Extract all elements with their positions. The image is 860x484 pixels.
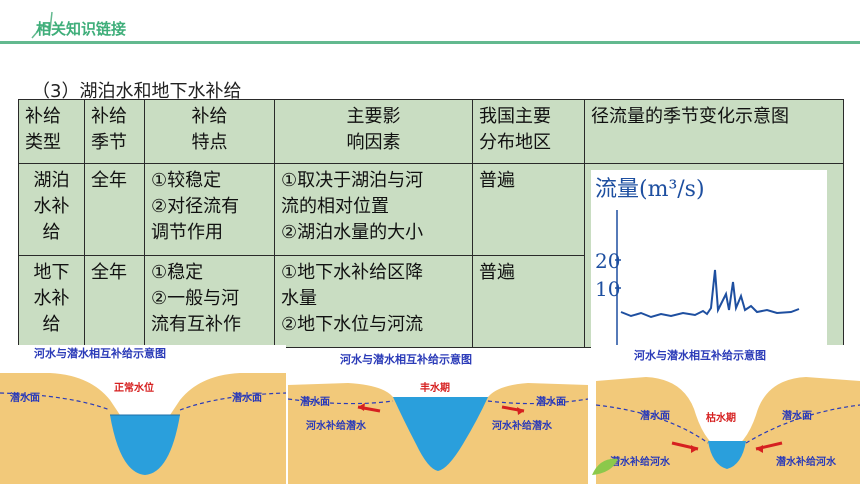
arrow-left-head-icon [691,445,698,453]
table-header-row: 补给 类型 补给 季节 补给 特点 主要影 响因素 我国主要 分布地区 径流量的… [18,99,844,164]
header-cell-chart: 径流量的季节变化示意图 [584,99,844,164]
table-row: 地下 水补 给 全年 ①稳定 ②一般与河 流有互补作 ①地下水补给区降 水量 ②… [18,255,844,348]
diagram-normal-level: 河水与潜水相互补给示意图 潜水面 潜水面 正常水位 [0,345,286,484]
header-text: 主要影 [346,106,401,127]
diagram-title: 河水与潜水相互补给示意图 [634,348,766,362]
cell-text: 水补 [33,196,70,218]
diagram-water-label: 枯水期 [706,411,736,424]
cell-text: 给 [42,222,61,244]
cell-chart: 流量(m³/s) 20 10 [584,163,844,350]
header-text: 径流量的季节变化示意图 [591,106,789,127]
cell-text: 调节作用 [151,222,223,244]
diagram-left-arrow-label: 河水补给潜水 [306,419,367,432]
header-text: 响因素 [346,132,401,154]
header-decoration-icon [31,11,53,39]
header-cell-season: 补给 季节 [84,99,145,164]
diagram-high-water: 河水与潜水相互补给示意图 潜水面 潜水面 丰水期 河水补给潜水 河水补给潜水 [288,349,588,484]
diagram-right-arrow-label: 河水补给潜水 [492,419,553,432]
header-text: 补给 [91,106,127,127]
header-text: 我国主要 [479,106,551,127]
cell-type: 地下 水补 给 [18,255,85,348]
diagram-water-label: 正常水位 [114,381,154,394]
diagram-left-label: 潜水面 [300,395,330,408]
arrow-right-head-icon [756,445,763,453]
cell-factor: ①取决于湖泊与河 流的相对位置 ②湖泊水量的大小 [274,163,473,256]
diagram-title: 河水与潜水相互补给示意图 [34,346,166,360]
cell-text: ②地下水位与河流 [281,314,424,336]
cell-text: ②对径流有 [151,196,240,218]
header-title: 相关知识链接 [36,20,127,38]
cell-factor: ①地下水补给区降 水量 ②地下水位与河流 [274,255,473,348]
table-row: 湖泊 水补 给 全年 ①较稳定 ②对径流有 调节作用 ①取决于湖泊与河 流的相对… [18,163,844,350]
cell-text: ①取决于湖泊与河 [281,170,424,191]
diagram-right-arrow-label: 潜水补给河水 [776,455,837,468]
header-cell-feature: 补给 特点 [144,99,275,164]
leaf-decoration-icon [592,458,618,475]
diagram-right-label: 潜水面 [536,395,566,408]
header-text: 特点 [191,132,228,154]
header-text: 补给 [25,106,61,127]
cell-feature: ①稳定 ②一般与河 流有互补作 [144,255,275,348]
cell-text: ②一般与河 [151,288,240,310]
cell-text: 流有互补作 [151,314,241,336]
section-heading: （3）湖泊水和地下水补给 [32,81,242,102]
flow-chart: 流量(m³/s) 20 10 [591,170,827,350]
diagram-right-label: 潜水面 [782,409,812,422]
flow-chart-line [620,269,800,319]
diagram-left-label: 潜水面 [10,391,40,404]
cell-text: ①稳定 [151,262,204,283]
cell-text: ①地下水补给区降 [281,262,424,283]
cell-region: 普遍 [472,163,585,256]
supply-table: 补给 类型 补给 季节 补给 特点 主要影 响因素 我国主要 分布地区 径流量的… [18,99,844,350]
diagram-right-label: 潜水面 [232,391,262,404]
header-text: 类型 [25,132,61,154]
flow-chart-tick-20: 20 [595,249,620,273]
cell-type: 湖泊 水补 给 [18,163,85,256]
cell-text: 湖泊 [33,170,70,191]
cell-region: 普遍 [472,255,585,348]
cell-season: 全年 [84,163,145,256]
header-divider [0,41,860,44]
cell-feature: ①较稳定 ②对径流有 调节作用 [144,163,275,256]
header-cell-type: 补给 类型 [18,99,85,164]
diagram-left-label: 潜水面 [640,409,670,422]
flow-chart-tick-10: 10 [595,277,620,301]
cell-text: ①较稳定 [151,170,222,191]
cell-text: 水量 [281,288,317,310]
header-text: 季节 [91,132,127,154]
cell-text: 流的相对位置 [281,196,389,218]
diagram-left-arrow-label: 潜水补给河水 [610,455,671,468]
flow-chart-svg: 流量(m³/s) 20 10 [595,177,800,350]
cell-text: ②湖泊水量的大小 [281,222,424,244]
header-cell-region: 我国主要 分布地区 [472,99,585,164]
cell-text: 给 [42,314,61,336]
cell-text: 水补 [33,288,70,310]
diagram-low-water: 河水与潜水相互补给示意图 潜水面 潜水面 枯水期 潜水补给河水 潜水补给河水 [596,345,860,484]
cell-season: 全年 [84,255,145,348]
arrow-left-head-icon [358,403,365,411]
header-text: 分布地区 [479,132,551,154]
flow-chart-ylabel: 流量(m³/s) [595,177,705,202]
arrow-right-head-icon [517,407,524,415]
cell-text: 地下 [33,262,70,283]
header-text: 补给 [191,106,228,127]
header-cell-factor: 主要影 响因素 [274,99,473,164]
diagram-water-label: 丰水期 [420,381,450,394]
diagram-title: 河水与潜水相互补给示意图 [340,352,472,366]
